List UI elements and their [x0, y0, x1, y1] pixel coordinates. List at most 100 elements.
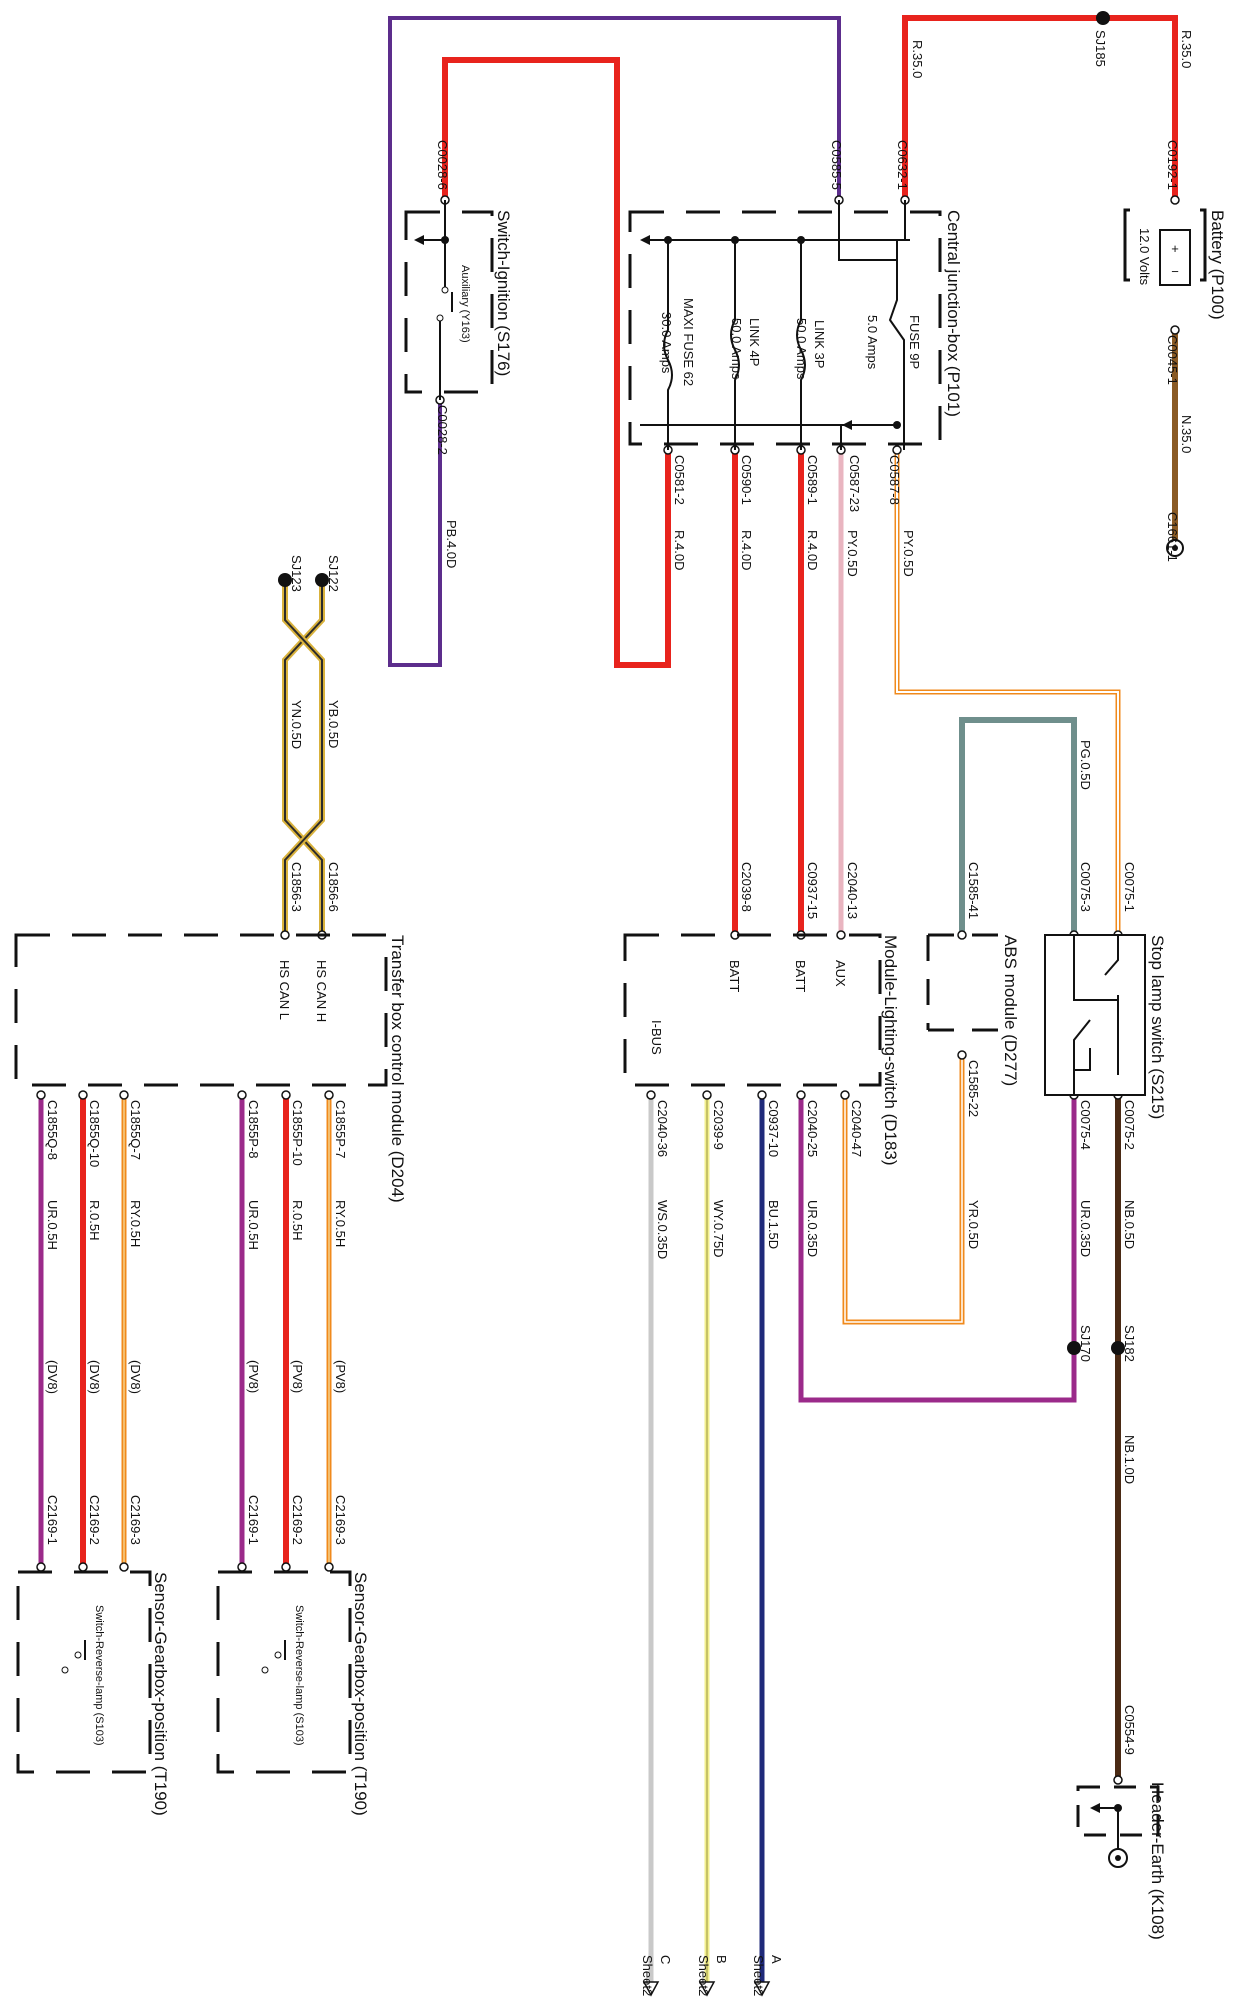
wire-label: (DV8) [87, 1360, 102, 1394]
wire-label: UR.0.35D [1078, 1200, 1093, 1257]
component-label: I-BUS [649, 1020, 664, 1055]
wire-label: WS.0.35D [655, 1200, 670, 1259]
connector-label: C2169-1 [45, 1495, 60, 1545]
wire-ur035-a [798, 1095, 1077, 1403]
splice-points [278, 11, 1125, 1355]
connector-label: SJ182 [1122, 1325, 1137, 1362]
sheet-ref-label: C [658, 1955, 673, 1964]
connector-label: C2169-2 [87, 1495, 102, 1545]
wire-purple-loop [388, 16, 841, 667]
component-label: MAXI FUSE 62 [681, 298, 696, 386]
connector-label: C2169-1 [246, 1495, 261, 1545]
component-label: HS CAN H [314, 960, 329, 1022]
component-label: LINK 4P [747, 318, 762, 366]
component-label: 30.0 Amps [659, 312, 674, 374]
wire-label: UR.0.35D [805, 1200, 820, 1257]
connector-pins [36, 195, 1180, 1785]
connector-label: C2169-3 [128, 1495, 143, 1545]
connector-label: C2169-2 [290, 1495, 305, 1545]
wire-label: RY.0.5H [128, 1200, 143, 1247]
connector-label: C2169-3 [333, 1495, 348, 1545]
connector-label: C0937-10 [766, 1100, 781, 1157]
component-label: − [1171, 264, 1179, 279]
sheet-ref-label: Sheet2 [696, 1955, 711, 1996]
wire-label: R.4.0D [739, 530, 754, 570]
wire-label: PY.0.5D [845, 530, 860, 577]
connector-label: C0581-2 [672, 455, 687, 505]
connector-label: C0937-15 [805, 862, 820, 919]
connector-label: C2039-9 [711, 1100, 726, 1150]
gearbox-sensor-2 [16, 1570, 152, 1774]
connector-label: C0028-6 [435, 140, 450, 190]
gearbox-sensor-1 [216, 1570, 352, 1774]
connector-label: C0075-4 [1078, 1100, 1093, 1150]
connector-label: SJ123 [289, 555, 304, 592]
component-label: Switch-Reverse-lamp (S103) [93, 1605, 105, 1746]
wire-label: (PV8) [333, 1360, 348, 1393]
sheet-ref-label: Sheet2 [640, 1955, 655, 1996]
battery-icon [1159, 229, 1191, 286]
wire-label: R.35.0 [910, 40, 925, 78]
wire-label: N.35.0 [1179, 415, 1194, 453]
connector-label: C0589-1 [805, 455, 820, 505]
component-label: BATT [793, 960, 808, 992]
wire-label: (DV8) [128, 1360, 143, 1394]
connector-label: C0554-9 [1122, 1705, 1137, 1755]
component-label: Switch-Reverse-lamp (S103) [293, 1605, 305, 1746]
wire-label: PB.4.0D [444, 520, 459, 568]
wire-pg05 [959, 717, 1077, 935]
connector-label: C2040-13 [845, 862, 860, 919]
connector-label: C0045-1 [1165, 335, 1180, 385]
component-label: Auxiliary (Y163) [459, 265, 471, 343]
abs-module-box [926, 933, 1000, 1032]
wire-label: UR.0.5H [246, 1200, 261, 1250]
wire-label: UR.0.5H [45, 1200, 60, 1250]
connector-label: C1855Q-7 [128, 1100, 143, 1160]
component-label: FUSE 9P [907, 315, 922, 369]
sheet-ref-label: B [714, 1955, 729, 1964]
connector-label: C0587-23 [847, 455, 862, 512]
wire-label: PY.0.5D [901, 530, 916, 577]
central-junction-box [628, 200, 942, 450]
connector-label: C2040-36 [655, 1100, 670, 1157]
header-earth [1076, 1785, 1160, 1868]
wire-yr05 [842, 1055, 965, 1325]
wire-red-ignition-loop [442, 57, 671, 668]
wire-label: YN.0.5D [289, 700, 304, 749]
connector-label: C1855P-8 [246, 1100, 261, 1159]
lighting-module-box [623, 933, 882, 1087]
component-label: 50.0 Amps [794, 318, 809, 380]
connector-label: C1585-22 [966, 1060, 981, 1117]
splice-sj123 [278, 573, 292, 587]
connector-label: C1661-1 [1165, 512, 1180, 562]
sheet-arrows [642, 1981, 771, 1997]
connector-label: C0585-5 [829, 140, 844, 190]
wire-label: (DV8) [45, 1360, 60, 1394]
wire-r35-battery [902, 15, 1178, 200]
wire-label: NB.1.0D [1122, 1435, 1137, 1484]
component-label: LINK 3P [812, 320, 827, 368]
component-label: AUX [833, 960, 848, 987]
connector-label: SJ185 [1093, 30, 1108, 67]
wire-label: R.4.0D [672, 530, 687, 570]
connector-label: C0632-1 [895, 140, 910, 190]
connector-label: C0028-2 [435, 405, 450, 455]
connector-label: C0590-1 [739, 455, 754, 505]
connector-label: SJ122 [326, 555, 341, 592]
wire-label: RY.0.5H [333, 1200, 348, 1247]
wire-label: R.0.5H [290, 1200, 305, 1240]
battery-component: + − [1123, 208, 1207, 557]
connector-label: C1855P-10 [290, 1100, 305, 1166]
labels: Battery (P100) 12.0 Volts Central juncti… [45, 30, 1227, 1996]
wire-label: R.35.0 [1179, 30, 1194, 68]
lighting-title: Module-Lighting-switch (D183) [881, 935, 900, 1166]
ignition-title: Switch-Ignition (S176) [494, 210, 513, 376]
connector-label: C0075-1 [1122, 862, 1137, 912]
connector-label: C1855Q-8 [45, 1100, 60, 1160]
ignition-switch [404, 200, 494, 400]
connector-label: C1855P-7 [333, 1100, 348, 1159]
connector-label: C2040-25 [805, 1100, 820, 1157]
wire-label: R.4.0D [805, 530, 820, 570]
connector-label: C0192-1 [1165, 140, 1180, 190]
wire-label: YR.0.5D [966, 1200, 981, 1249]
